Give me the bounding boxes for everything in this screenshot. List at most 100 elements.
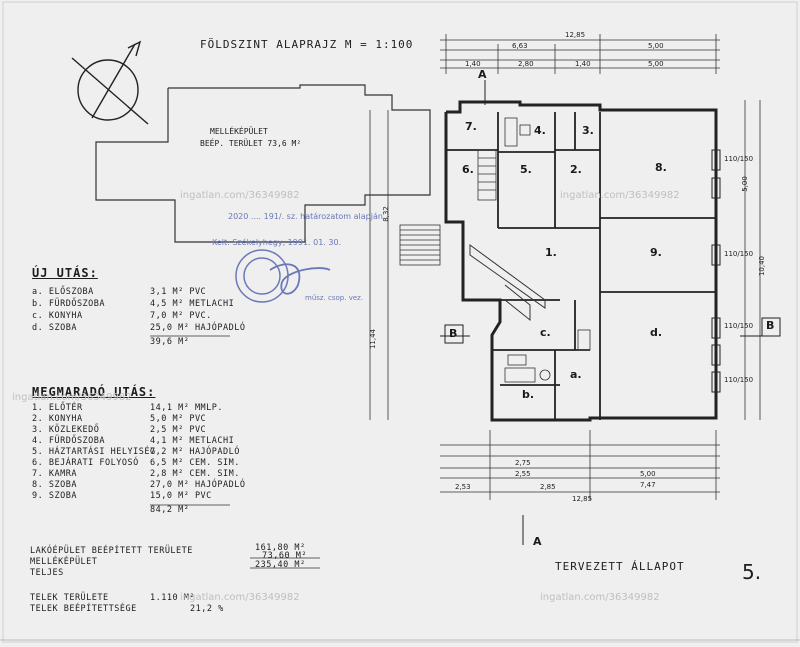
- room-label-8: 8.: [655, 161, 667, 174]
- new-rooms-total: 39,6 M²: [150, 337, 190, 347]
- room-label-a: a.: [570, 368, 582, 381]
- dim-overall-bottom: 12,85: [572, 495, 593, 503]
- dim-top-e: 1,40: [575, 60, 591, 68]
- sheet-number: 5.: [742, 560, 762, 584]
- dim-bottom-a: 2,53: [455, 483, 471, 491]
- dim-top-a: 6,63: [512, 42, 528, 50]
- room-label-4: 4.: [534, 124, 546, 137]
- room-row-value: 2,5 M² PVC: [150, 425, 207, 435]
- outbuilding-area: BEÉP. TERÜLET 73,6 M²: [200, 139, 302, 148]
- watermark: ingatlan.com/36349982: [180, 190, 300, 201]
- summary-out-value: 73,60 M²: [262, 551, 307, 561]
- dim-left-a: 11,44: [369, 328, 378, 350]
- room-row-value: 7,0 M² PVC.: [150, 311, 212, 321]
- room-row-label: b. FÜRDŐSZOBA: [32, 299, 106, 309]
- dim-left-b: 8,32: [381, 206, 390, 222]
- room-row-value: 7,2 M² HAJÓPADLÓ: [150, 447, 240, 457]
- kept-rooms-total: 84,2 M²: [150, 505, 190, 515]
- room-row-label: 8. SZOBA: [32, 480, 77, 490]
- dim-bottom-f: 2,55: [515, 470, 531, 478]
- summary-out-label: MELLÉKÉPÜLET: [30, 557, 98, 567]
- room-label-d: d.: [650, 326, 663, 339]
- stamp-line-1: 2020 .... 191/. sz. határozatom alapján: [228, 212, 383, 221]
- legend-rules: [150, 335, 320, 569]
- watermark: ingatlan.com/36349982: [180, 592, 300, 603]
- room-label-b: b.: [522, 388, 535, 401]
- room-row-value: 25,0 M² HAJÓPADLÓ: [150, 323, 246, 333]
- kept-rooms-header: MEGMARADÓ UTÁS:: [32, 385, 156, 399]
- summary-plot-value: 1.110 M²: [150, 593, 195, 603]
- stamp-line-3: műsz. csop. vez.: [305, 294, 364, 302]
- house-walls: [444, 100, 718, 422]
- room-row-value: 5,0 M² PVC: [150, 414, 207, 424]
- watermark: ingatlan.com/36349982: [540, 592, 660, 603]
- windows: [711, 149, 721, 393]
- watermark: ingatlan.com/36349982: [560, 190, 680, 201]
- room-row-value: 14,1 M² MMLP.: [150, 403, 224, 413]
- entrance-ramp: [469, 244, 546, 322]
- section-lines: [440, 80, 781, 545]
- room-row-label: 7. KAMRA: [32, 469, 77, 479]
- section-b-left: B: [449, 327, 458, 340]
- room-row-label: 3. KÖZLEKEDŐ: [32, 425, 100, 435]
- dim-window-1: 110/150: [724, 155, 754, 163]
- section-b-right: B: [766, 319, 775, 332]
- dim-top-d: 2,80: [518, 60, 534, 68]
- dim-top-f: 5,00: [648, 60, 664, 68]
- official-stamp-icon: [235, 249, 331, 303]
- room-row-label: 5. HÁZTARTÁSI HELYISÉG: [32, 447, 156, 457]
- north-arrow-icon: [71, 40, 149, 125]
- new-rooms-header: ÚJ UTÁS:: [32, 266, 98, 280]
- dim-overall-top: 12,85: [565, 31, 586, 39]
- summary-ratio-label: TELEK BEÉPÍTETTSÉGE: [30, 604, 137, 614]
- room-label-7: 7.: [465, 120, 477, 133]
- drawing-title: FÖLDSZINT ALAPRAJZ M = 1:100: [200, 38, 414, 51]
- stamp-line-2: Kelt: Székelyhegy, 1991. 01. 30.: [212, 238, 342, 247]
- summary-main-label: LAKÓÉPÜLET BEÉPÍTETT TERÜLETE: [30, 546, 193, 556]
- dim-bottom-d: 5,00: [640, 470, 656, 478]
- dim-window-2: 110/150: [724, 250, 754, 258]
- room-row-value: 6,5 M² CEM. SIM.: [150, 458, 240, 468]
- watermark: ingatlan.com/36349982: [12, 392, 132, 403]
- dim-bottom-e: 2,75: [515, 459, 531, 467]
- room-row-value: 4,1 M² METLACHI: [150, 436, 235, 446]
- outbuilding-outline: [95, 84, 431, 243]
- section-a-top: A: [478, 68, 487, 81]
- outbuilding-label: MELLÉKÉPÜLET: [210, 127, 268, 136]
- summary-sum-label: TELJES: [30, 568, 64, 578]
- room-row-label: c. KONYHA: [32, 311, 83, 321]
- room-row-value: 4,5 M² METLACHI: [150, 299, 235, 309]
- room-row-label: a. ELŐSZOBA: [32, 287, 94, 297]
- section-a-bottom: A: [533, 535, 542, 548]
- dim-right-b: 5,00: [740, 176, 749, 192]
- summary-sum-value: 235,40 M²: [255, 560, 306, 570]
- room-row-label: 6. BEJÁRATI FOLYOSÓ: [32, 458, 139, 468]
- room-label-6: 6.: [462, 163, 474, 176]
- state-label: TERVEZETT ÁLLAPOT: [555, 560, 685, 573]
- room-label-2: 2.: [570, 163, 582, 176]
- dim-top-b: 5,00: [648, 42, 664, 50]
- room-label-5: 5.: [520, 163, 532, 176]
- dimension-lines: [369, 34, 761, 500]
- room-row-label: 1. ELŐTÉR: [32, 403, 83, 413]
- room-label-9: 9.: [650, 246, 662, 259]
- room-label-1: 1.: [545, 246, 557, 259]
- dim-top-c: 1,40: [465, 60, 481, 68]
- room-row-label: 9. SZOBA: [32, 491, 77, 501]
- room-label-3: 3.: [582, 124, 594, 137]
- room-label-c: c.: [540, 326, 551, 339]
- room-row-label: 2. KONYHA: [32, 414, 83, 424]
- room-row-value: 27,0 M² HAJÓPADLÓ: [150, 480, 246, 490]
- room-row-label: 4. FÜRDŐSZOBA: [32, 436, 106, 446]
- summary-main-value: 161,80 M²: [255, 543, 306, 553]
- dim-window-3: 110/150: [724, 322, 754, 330]
- dim-right-a: 10,40: [758, 255, 767, 277]
- dim-bottom-b: 2,85: [540, 483, 556, 491]
- bath-fixtures: [504, 117, 591, 383]
- house-inner-walls: [446, 112, 716, 420]
- dim-bottom-c: 7,47: [640, 481, 656, 489]
- room-row-label: d. SZOBA: [32, 323, 77, 333]
